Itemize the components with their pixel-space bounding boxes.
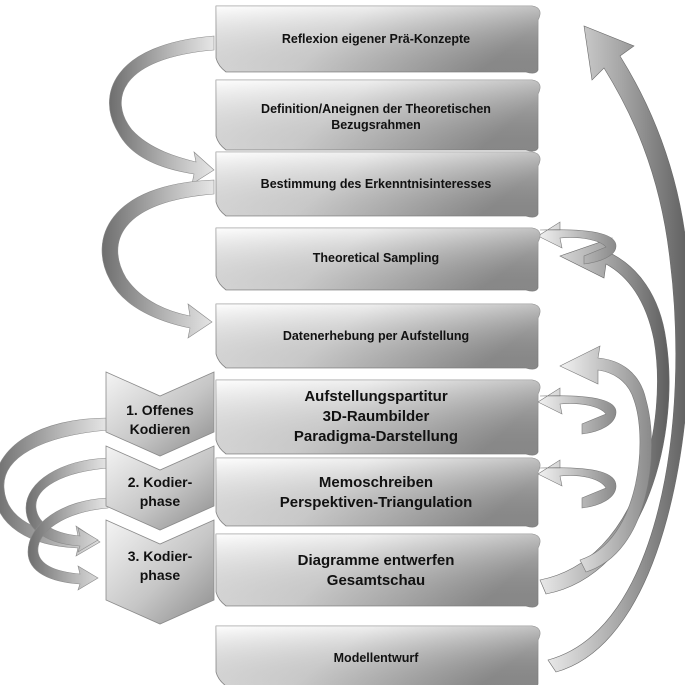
large-feedback-arrow-icon <box>547 25 685 673</box>
left-loop-arrows <box>101 35 215 339</box>
phase-chevrons <box>105 371 215 625</box>
small-return-arrow-icon <box>537 459 617 509</box>
phase-kodierphase-2: 2. Kodier- phase <box>127 474 193 509</box>
phase-offenes-kodieren: 1. Offenes Kodieren <box>126 402 194 437</box>
step-box-shade <box>216 626 540 685</box>
step-box-shade <box>216 458 540 528</box>
coding-loop-arrows <box>0 417 109 591</box>
step-box-shade <box>216 380 540 456</box>
step-box-shade <box>216 152 540 218</box>
right-feedback-arrows <box>537 25 685 673</box>
step-bestimmung: Bestimmung des Erkenntnisinteresses <box>260 177 492 191</box>
small-return-arrow-icon <box>537 221 617 265</box>
curved-arrow-icon <box>101 179 215 339</box>
step-box-shade <box>216 80 540 152</box>
small-return-arrow-icon <box>537 387 617 435</box>
curved-arrow-icon <box>0 417 109 557</box>
step-box-shade <box>216 534 540 608</box>
step-box-shade <box>216 228 540 292</box>
step-box-shade <box>216 6 540 74</box>
curved-arrow-icon <box>109 35 215 185</box>
step-modellentwurf: Modellentwurf <box>333 651 419 665</box>
step-definition: Definition/Aneignen der Theoretischen Be… <box>261 102 491 132</box>
step-diagramme: Diagramme entwerfen Gesamtschau <box>297 552 455 589</box>
step-memoschreiben: Memoschreiben Perspektiven-Triangulation <box>279 474 473 511</box>
phase-kodierphase-3: 3. Kodier- phase <box>127 548 193 583</box>
step-reflexion: Reflexion eigener Prä-Konzepte <box>281 32 471 46</box>
step-aufstellungspartitur: Aufstellungspartitur 3D-Raumbilder Parad… <box>293 388 459 445</box>
step-boxes <box>215 5 541 685</box>
step-box-shade <box>216 304 540 370</box>
phase-chevron <box>105 519 215 625</box>
step-sampling: Theoretical Sampling <box>312 251 440 265</box>
phase-chevron <box>105 445 215 531</box>
feedback-arrow-icon <box>559 345 652 573</box>
phase-chevron <box>105 371 215 457</box>
step-datenerhebung: Datenerhebung per Aufstellung <box>282 329 470 343</box>
